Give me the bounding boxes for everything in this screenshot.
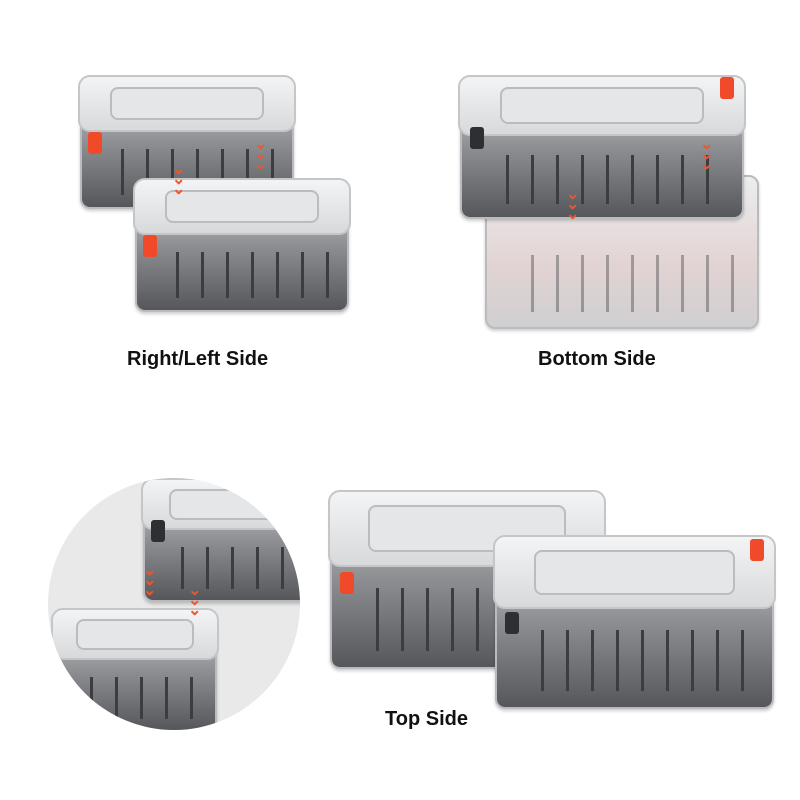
clear-lid (133, 178, 351, 235)
storage-box-lower (133, 178, 351, 312)
orange-latch (143, 235, 157, 257)
clear-lid (78, 75, 296, 132)
panel-label: Top Side (385, 708, 468, 730)
stack-arrow-icon: ⌄⌄⌄ (254, 136, 268, 173)
detail-zoom-circle: ⌄⌄⌄ ⌄⌄⌄ (48, 478, 300, 730)
stack-arrow-icon: ⌄⌄⌄ (172, 161, 186, 198)
storage-box-upper (458, 75, 746, 219)
dark-latch (505, 612, 519, 634)
clear-lid (493, 535, 776, 610)
storage-box-right (493, 535, 776, 709)
panel-label: Bottom Side (538, 348, 656, 370)
clear-lid (458, 75, 746, 137)
stack-arrow-icon: ⌄⌄⌄ (188, 582, 202, 619)
stack-arrow-icon: ⌄⌄⌄ (143, 562, 157, 599)
orange-latch (88, 132, 102, 154)
panel-label: Right/Left Side (127, 348, 269, 370)
orange-latch (720, 77, 734, 99)
dark-latch (470, 127, 484, 149)
stack-arrow-icon: ⌄⌄⌄ (566, 186, 580, 223)
orange-latch (750, 539, 764, 561)
orange-latch (340, 572, 354, 594)
storage-box-upper (78, 75, 296, 209)
stack-arrow-icon: ⌄⌄⌄ (700, 136, 714, 173)
